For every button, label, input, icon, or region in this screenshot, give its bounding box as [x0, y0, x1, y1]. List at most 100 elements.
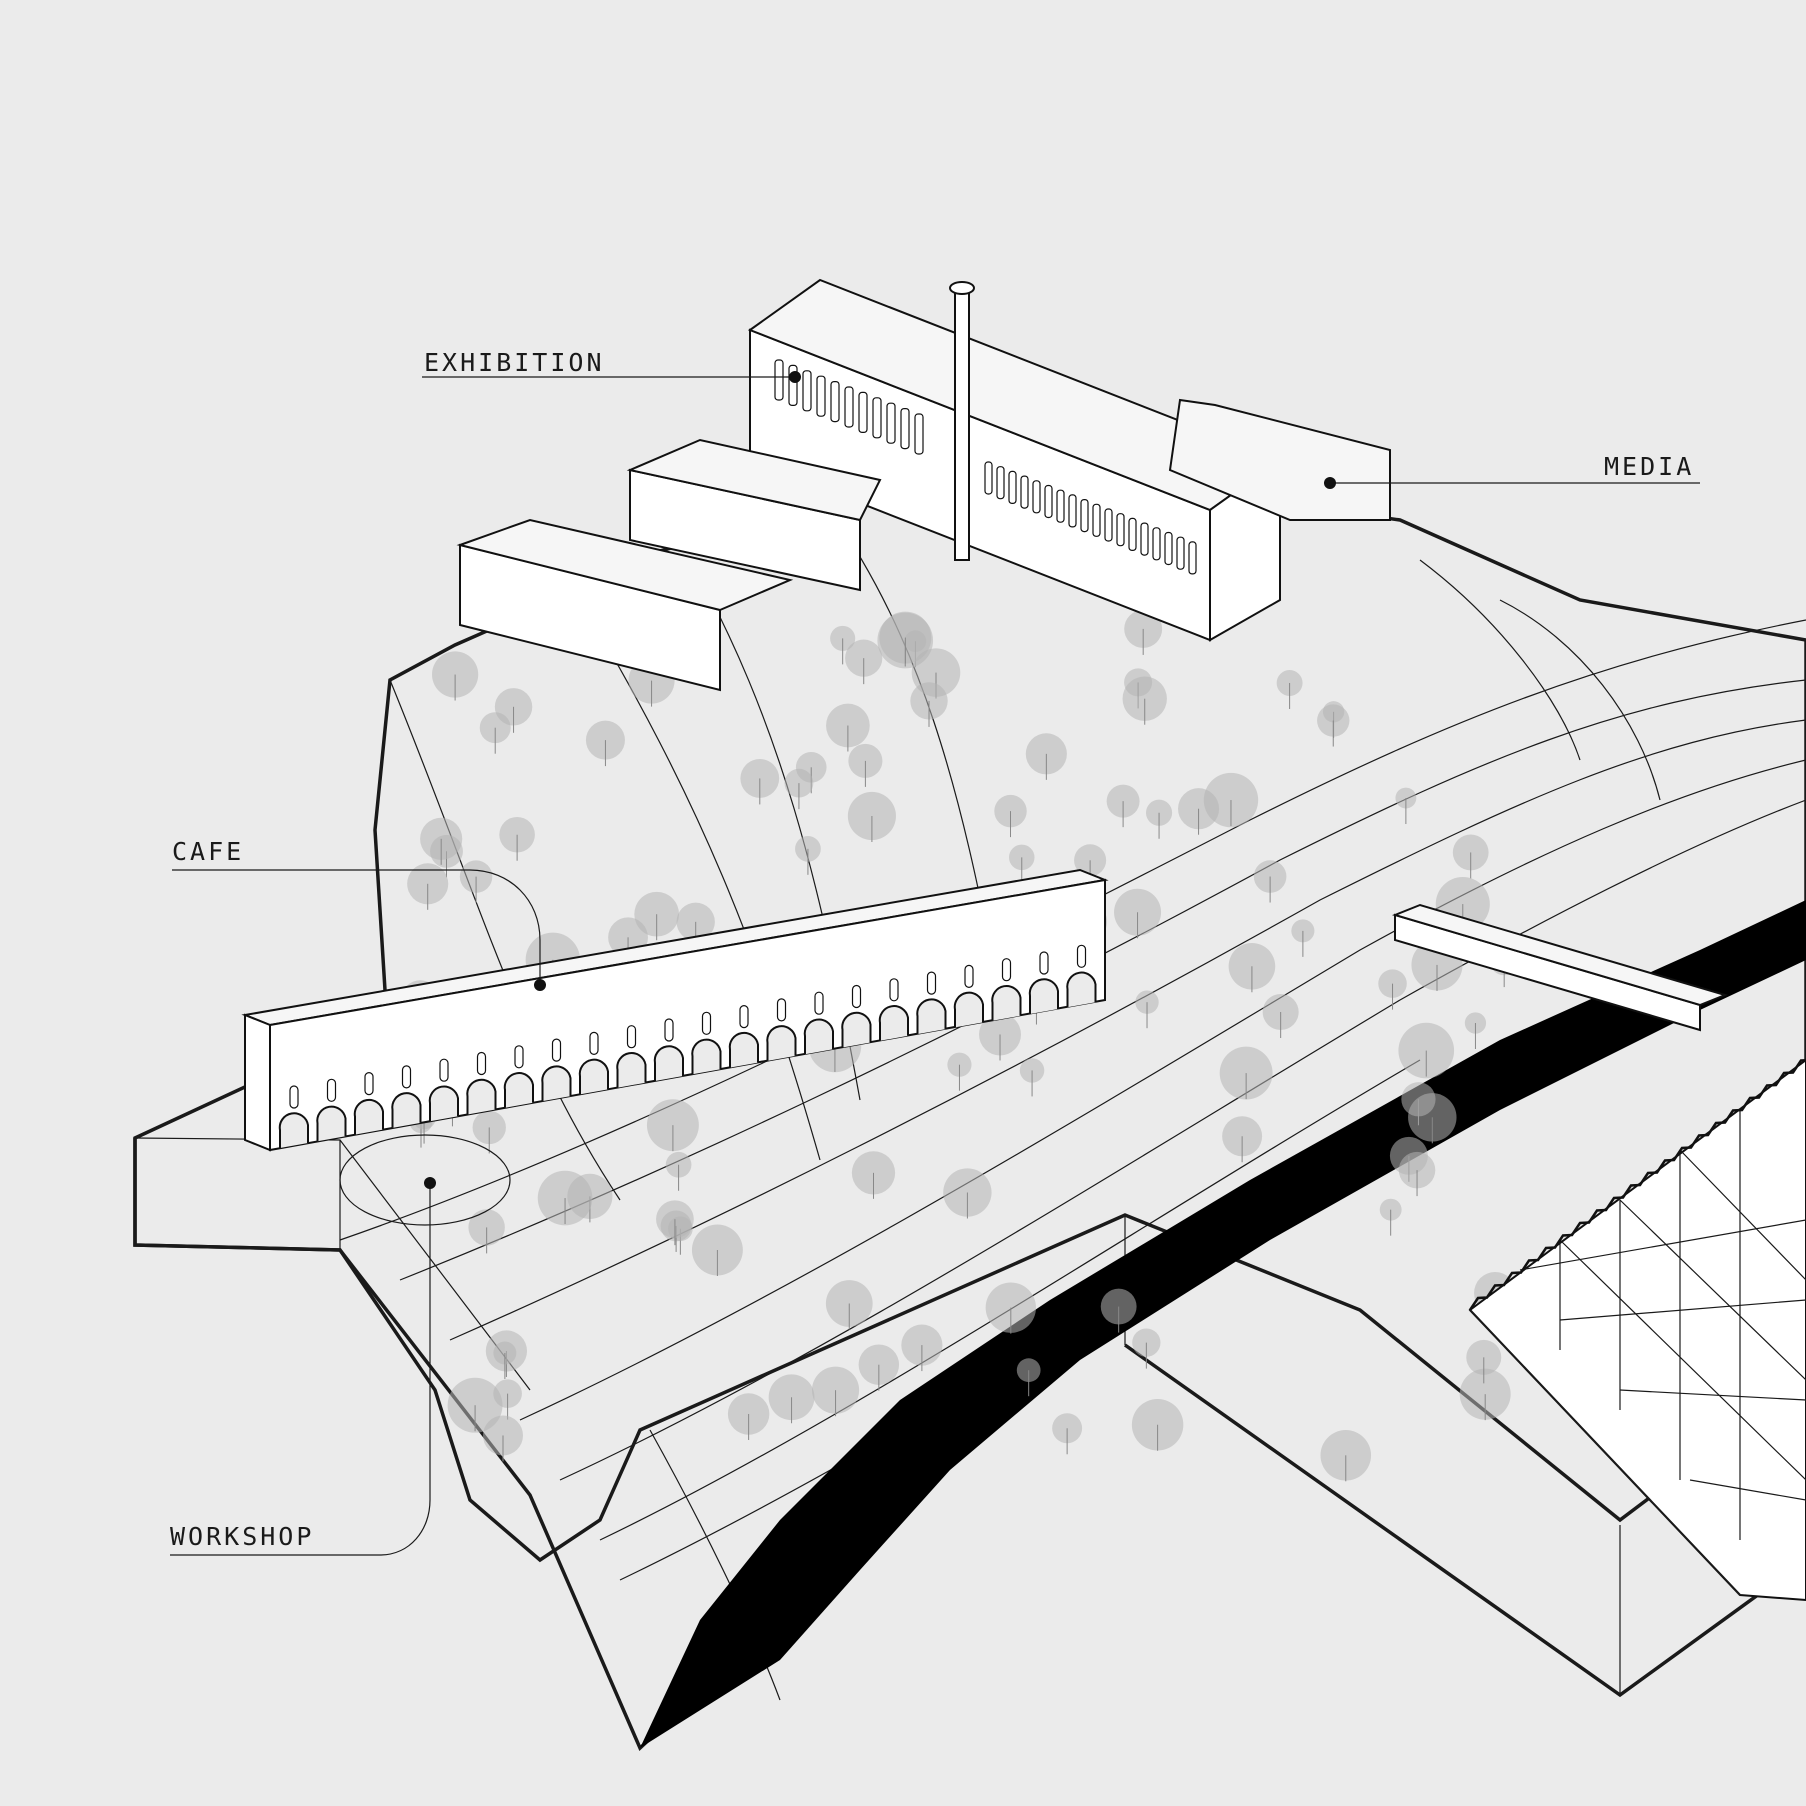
- tree: [420, 817, 463, 865]
- window: [664, 1018, 674, 1042]
- tree: [784, 768, 814, 810]
- tree: [979, 1013, 1022, 1061]
- arch: [728, 1031, 759, 1068]
- arch: [391, 1092, 422, 1128]
- tree: [1016, 1358, 1041, 1397]
- window: [1080, 499, 1089, 533]
- tree: [848, 743, 883, 787]
- arch: [841, 1011, 872, 1048]
- tree: [1408, 1093, 1457, 1144]
- window: [889, 978, 899, 1002]
- window: [326, 1078, 337, 1102]
- tree: [825, 1280, 873, 1330]
- pavilion-sawtooth: [1468, 1058, 1806, 1311]
- window: [551, 1038, 562, 1062]
- window: [1176, 536, 1185, 570]
- window: [886, 402, 896, 444]
- tree: [768, 1374, 815, 1424]
- window: [1076, 944, 1087, 968]
- tree: [1219, 1046, 1273, 1100]
- tree: [499, 816, 535, 861]
- arch: [503, 1072, 534, 1108]
- label-workshop-text: WORKSHOP: [170, 1522, 314, 1551]
- tree: [1378, 969, 1407, 1010]
- triangular-pavilion: [1468, 1058, 1806, 1602]
- exhibition-building: [456, 278, 1391, 692]
- exhibition-windows: [774, 359, 1197, 575]
- tree: [943, 1168, 992, 1219]
- tree: [1379, 1198, 1402, 1236]
- tree: [493, 1341, 517, 1379]
- arch: [316, 1105, 347, 1142]
- tree: [432, 651, 479, 701]
- window: [589, 1031, 599, 1056]
- chimney: [954, 289, 970, 561]
- tree: [740, 759, 780, 805]
- window: [996, 466, 1005, 500]
- window: [739, 1004, 749, 1029]
- tree: [1114, 888, 1162, 939]
- tree: [1025, 733, 1067, 780]
- window: [1128, 517, 1137, 552]
- tree: [1124, 609, 1163, 655]
- window: [1188, 541, 1197, 575]
- label-exhibition-text: EXHIBITION: [424, 348, 605, 377]
- tree: [1052, 1413, 1083, 1455]
- window: [401, 1065, 412, 1089]
- window: [1032, 480, 1041, 514]
- arch: [766, 1025, 797, 1061]
- tree: [493, 1379, 522, 1420]
- tree: [1253, 860, 1287, 903]
- arch: [1028, 978, 1059, 1014]
- window: [1092, 503, 1101, 537]
- arch: [953, 991, 984, 1028]
- tree: [1317, 704, 1350, 747]
- tree: [1291, 919, 1315, 957]
- window: [774, 359, 784, 401]
- label-cafe-text: CAFE: [172, 837, 244, 866]
- window: [701, 1011, 712, 1035]
- tree: [634, 891, 680, 941]
- tree: [879, 611, 932, 664]
- tree: [1464, 1012, 1487, 1049]
- tree: [656, 1200, 694, 1246]
- tree-clusters: [401, 609, 1519, 1482]
- arch: [653, 1045, 684, 1081]
- arch: [278, 1112, 309, 1148]
- window: [626, 1025, 637, 1049]
- tree: [858, 1344, 900, 1391]
- window: [788, 364, 798, 406]
- arch: [616, 1052, 647, 1088]
- arch: [578, 1058, 609, 1095]
- tree: [994, 794, 1027, 838]
- window: [900, 408, 910, 450]
- window: [439, 1058, 449, 1082]
- window: [1152, 527, 1161, 561]
- label-media-text: MEDIA: [1604, 452, 1694, 481]
- arch: [353, 1098, 384, 1135]
- tree: [1459, 1368, 1511, 1421]
- tree: [1019, 1058, 1045, 1097]
- window: [802, 370, 812, 412]
- workshop-area: [339, 1134, 511, 1226]
- tree: [1222, 1116, 1263, 1163]
- tree: [459, 860, 493, 903]
- arch: [878, 1005, 909, 1041]
- tree: [447, 1377, 503, 1433]
- window: [364, 1071, 374, 1096]
- window: [476, 1051, 487, 1076]
- tree: [585, 720, 625, 767]
- window: [858, 391, 868, 433]
- arch: [466, 1078, 497, 1115]
- tree: [1466, 1339, 1502, 1384]
- tree: [1276, 670, 1303, 709]
- tree: [1398, 1151, 1436, 1197]
- tree: [811, 1366, 860, 1417]
- window: [1056, 489, 1065, 523]
- window: [814, 991, 824, 1015]
- arch: [428, 1085, 459, 1122]
- terrain-contours: [339, 509, 1806, 1701]
- window: [776, 998, 787, 1022]
- window: [872, 397, 882, 439]
